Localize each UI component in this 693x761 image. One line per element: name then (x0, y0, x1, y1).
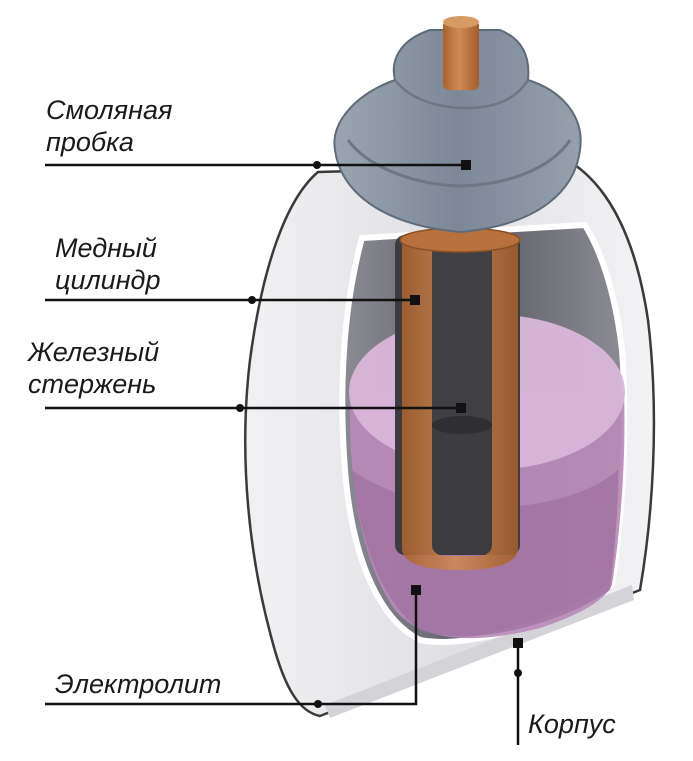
label-resin-plug-line2: пробка (46, 126, 172, 158)
label-iron-rod-line2: стержень (28, 368, 159, 400)
label-body: Корпус (528, 708, 616, 740)
leader-copper-cylinder-dot (248, 296, 256, 304)
label-copper-cylinder-line1: Медный (55, 232, 161, 264)
label-copper-cylinder-line2: цилиндр (55, 264, 161, 296)
leader-resin-plug-dot (313, 161, 321, 169)
iron-rod (432, 235, 492, 425)
leader-body-dot (514, 669, 522, 677)
iron-rod-end (432, 416, 492, 434)
copper-terminal (443, 20, 479, 90)
leader-electrolyte-dot (314, 700, 322, 708)
leader-electrolyte-end (411, 585, 421, 595)
label-copper-cylinder: Медный цилиндр (55, 232, 161, 296)
label-iron-rod: Железный стержень (28, 336, 159, 400)
label-resin-plug: Смоляная пробка (46, 94, 172, 158)
label-iron-rod-line1: Железный (28, 336, 159, 368)
leader-body-end (513, 638, 523, 648)
leader-copper-cylinder-end (410, 295, 420, 305)
label-resin-plug-line1: Смоляная (46, 94, 172, 126)
leader-iron-rod-dot (236, 404, 244, 412)
copper-terminal-top (443, 16, 479, 28)
leader-iron-rod-end (456, 403, 466, 413)
label-electrolyte: Электролит (55, 668, 221, 700)
leader-resin-plug-end (461, 160, 471, 170)
